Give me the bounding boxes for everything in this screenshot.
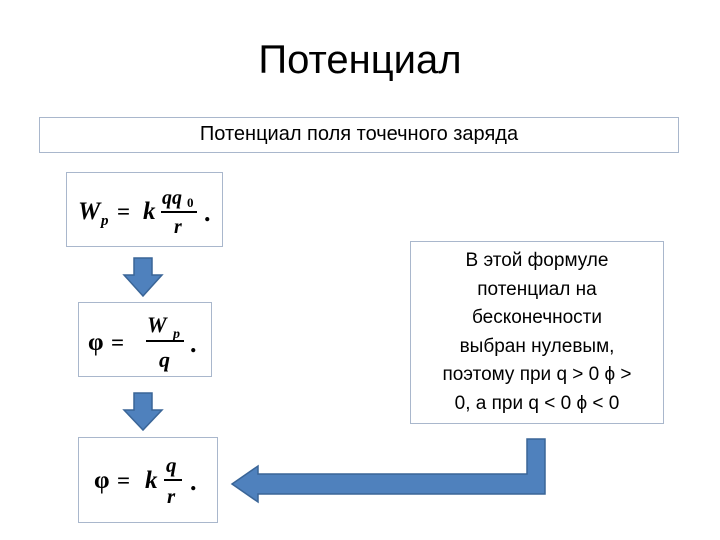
formula1-dot: . <box>204 198 211 227</box>
formula3-r: r <box>167 484 176 508</box>
formula1-equals: = <box>117 199 130 224</box>
note-text: В этой формуле потенциал на бесконечност… <box>442 247 631 418</box>
formula1-k: k <box>143 198 156 225</box>
formula-box-potential-point-charge <box>78 437 218 523</box>
formula1-sub-p: p <box>99 213 109 229</box>
formula1-qq: qq <box>162 187 182 209</box>
note-line: В этой формуле <box>465 250 609 271</box>
note-line: выбран нулевым, <box>459 335 615 357</box>
formula2-W: W <box>147 312 168 337</box>
formula3-k: k <box>145 467 158 494</box>
formula2-q: q <box>159 347 170 372</box>
note-line: поэтому при q > 0 ϕ > <box>442 364 632 385</box>
note-line: 0, а при q < 0 ϕ < 0 <box>454 392 620 414</box>
note-box: В этой формуле потенциал на бесконечност… <box>410 241 664 424</box>
formula-potential-point-charge: φ = k q r . <box>94 453 197 508</box>
formula3-equals: = <box>117 468 130 493</box>
note-line: потенциал на <box>477 278 597 300</box>
formula2-equals: = <box>111 330 124 355</box>
formula3-phi: φ <box>94 467 110 494</box>
subtitle-box: Потенциал поля точечного заряда <box>39 117 679 153</box>
slide-title: Потенциал <box>258 38 462 82</box>
formula-box-energy <box>66 172 223 247</box>
formula3-dot: . <box>190 467 197 496</box>
formula1-sub-zero: 0 <box>187 195 194 210</box>
down-arrow-icon <box>122 392 164 432</box>
formula2-phi: φ <box>88 329 104 356</box>
formula2-sub-p: p <box>172 327 180 342</box>
formula1-W: W <box>78 198 102 225</box>
formula1-r: r <box>174 216 182 238</box>
note-line: бесконечности <box>471 307 602 328</box>
down-arrow-icon <box>122 257 164 298</box>
formula-potential-definition: φ = W p q . <box>88 312 197 372</box>
bent-left-arrow-icon <box>230 438 546 504</box>
formula-energy: W p = k qq 0 r . <box>78 187 211 238</box>
formula-box-potential-definition <box>78 302 212 377</box>
formula3-q: q <box>166 453 177 477</box>
formula2-dot: . <box>190 329 197 358</box>
